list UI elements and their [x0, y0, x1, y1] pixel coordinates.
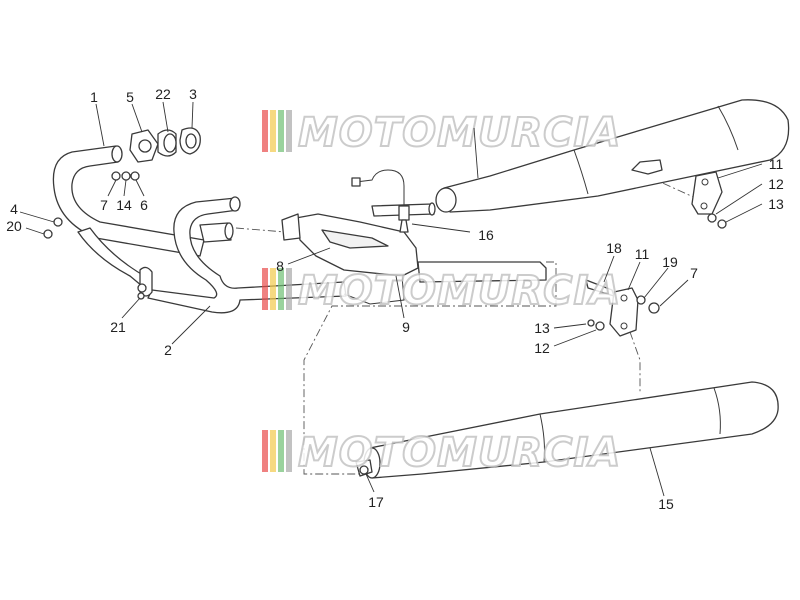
callout-14: 14: [116, 197, 132, 213]
callout-13-upper: 13: [768, 196, 784, 212]
upper-silencer: [435, 99, 790, 213]
central-silencer-box: [281, 202, 547, 305]
callout-2: 2: [164, 342, 172, 358]
watermark-stripe: [278, 110, 284, 152]
watermark-top: MOTOMURCIA: [262, 109, 621, 157]
callout-4: 4: [10, 201, 18, 217]
callout-7-upper: 7: [100, 197, 108, 213]
watermark-stripe: [286, 430, 292, 472]
watermark-stripe: [270, 430, 276, 472]
callout-3: 3: [189, 86, 197, 102]
callout-13-lower: 13: [534, 320, 550, 336]
callout-21: 21: [110, 319, 126, 335]
watermark-text: MOTOMURCIA: [298, 268, 621, 314]
callout-22: 22: [155, 86, 171, 102]
lower-silencer-bracket: [585, 279, 660, 337]
callout-12-upper: 12: [768, 176, 784, 192]
callout-20: 20: [6, 218, 22, 234]
watermark-stripe: [262, 268, 268, 310]
callout-8: 8: [276, 258, 284, 274]
left-header-pipe: [52, 145, 234, 287]
callout-7-lower: 7: [690, 265, 698, 281]
watermark-text: MOTOMURCIA: [298, 110, 621, 156]
watermark-middle: MOTOMURCIA: [262, 267, 621, 315]
watermark-stripe: [286, 268, 292, 310]
watermark-text: MOTOMURCIA: [298, 430, 621, 476]
watermark-stripe: [262, 430, 268, 472]
callout-17: 17: [368, 494, 384, 510]
watermark-stripe: [278, 268, 284, 310]
watermark: MOTOMURCIA MOTOMURCIA MOTOMURCIA: [262, 109, 621, 477]
callout-5: 5: [126, 89, 134, 105]
callout-11-lower: 11: [635, 246, 650, 262]
callout-16: 16: [478, 227, 494, 243]
callout-6: 6: [140, 197, 148, 213]
lambda-sensor: [351, 169, 410, 233]
callout-15: 15: [658, 496, 674, 512]
callout-labels: 1 5 22 3 4 20 7 14 6 21 2 8 9 16 11 12 1…: [6, 86, 784, 512]
callout-1: 1: [90, 89, 98, 105]
callout-11-upper: 11: [769, 156, 784, 172]
watermark-bottom: MOTOMURCIA: [262, 429, 621, 477]
right-header-pipe: [137, 196, 347, 314]
watermark-stripe: [270, 268, 276, 310]
flange-assembly: [129, 127, 201, 163]
watermark-stripe: [270, 110, 276, 152]
watermark-stripe: [278, 430, 284, 472]
watermark-stripe: [286, 110, 292, 152]
watermark-stripe: [262, 110, 268, 152]
callout-12-lower: 12: [534, 340, 550, 356]
callout-19: 19: [662, 254, 678, 270]
callout-9: 9: [402, 319, 410, 335]
callout-18: 18: [606, 240, 622, 256]
leader-lines: [19, 101, 763, 497]
upper-silencer-bracket: [691, 171, 727, 229]
lower-silencer-screw: [355, 459, 373, 477]
